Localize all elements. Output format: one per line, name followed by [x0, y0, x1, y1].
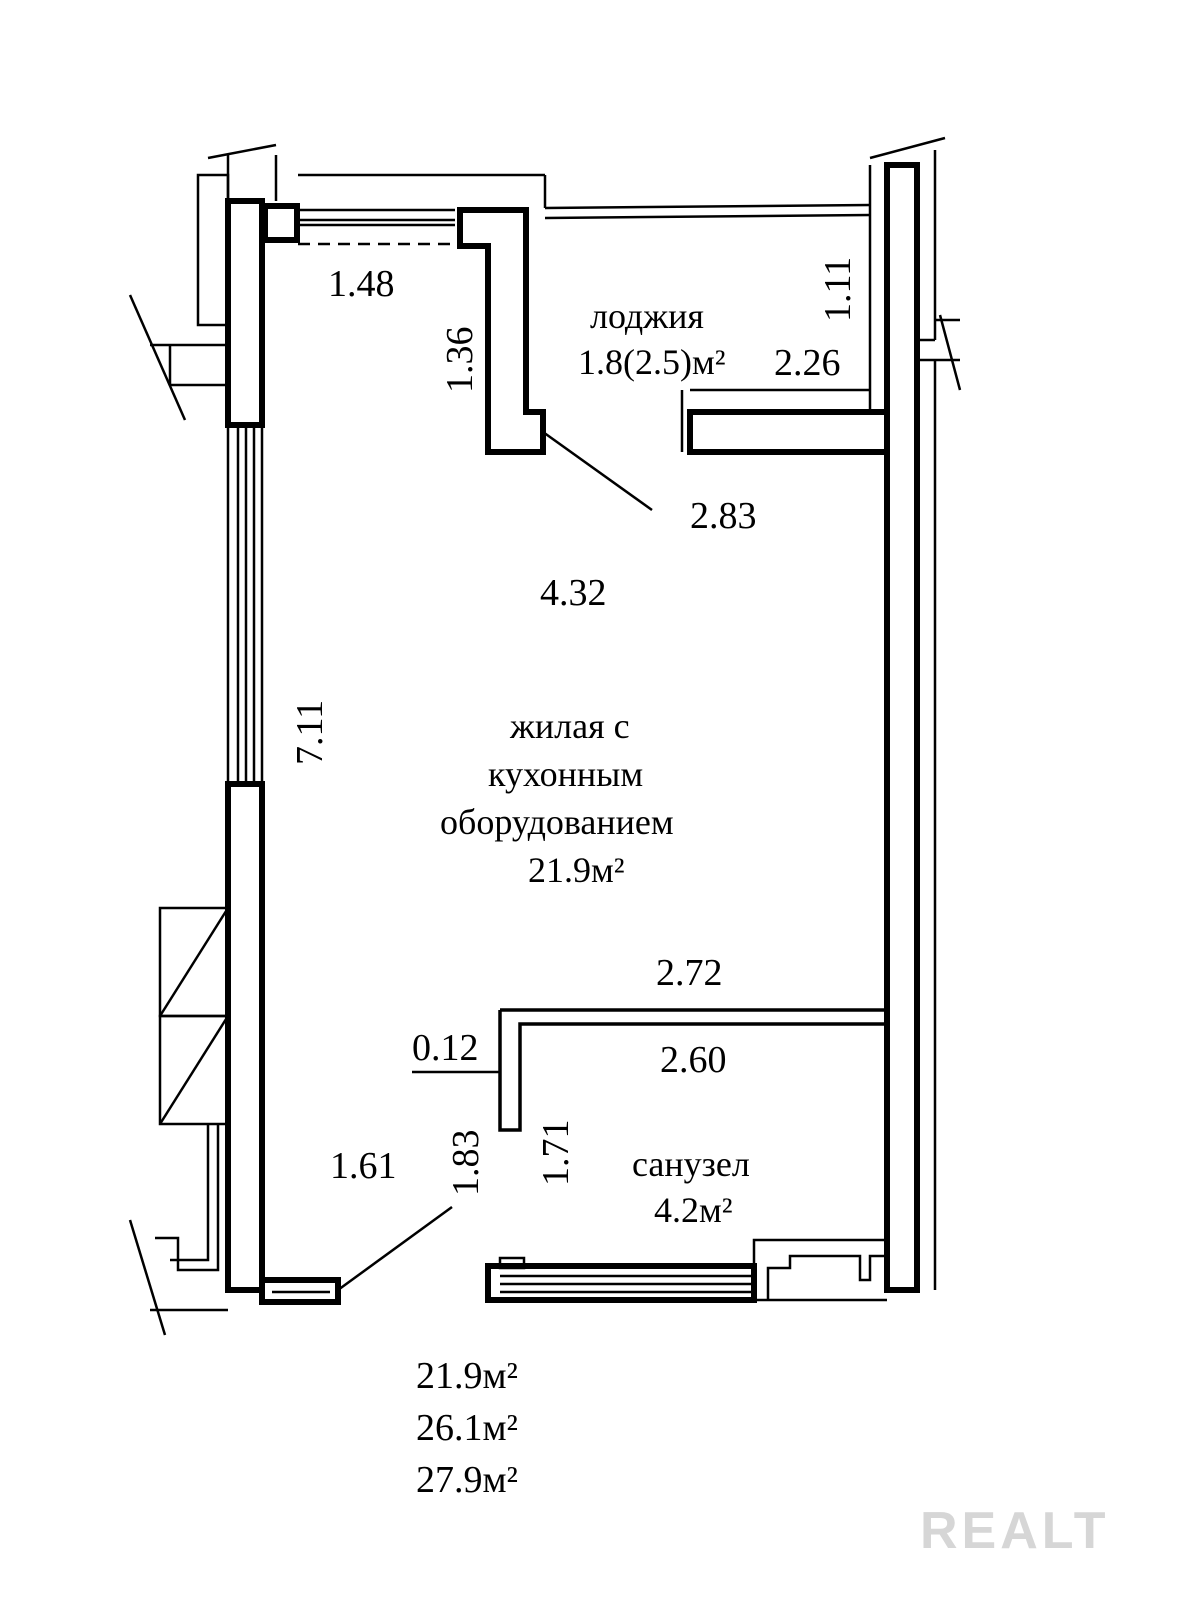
realt-watermark: REALT	[920, 1502, 1109, 1560]
dim-1-71: 1.71	[535, 1120, 577, 1187]
living-area: 21.9м²	[528, 850, 625, 890]
dim-2-60: 2.60	[660, 1039, 727, 1081]
left-wall	[128, 143, 278, 1336]
bathroom-area: 4.2м²	[654, 1190, 733, 1230]
dim-1-83: 1.83	[445, 1130, 487, 1197]
dim-2-83: 2.83	[690, 495, 757, 537]
right-wall	[869, 136, 962, 1293]
loggia-walls	[262, 165, 890, 455]
living-line2: кухонным	[488, 754, 643, 794]
leader-2-83	[542, 430, 653, 512]
dim-1-11: 1.11	[817, 257, 859, 322]
total-area: 26.1м²	[416, 1407, 518, 1449]
leader-1-83	[337, 1205, 453, 1292]
bathroom-walls	[259, 1008, 887, 1305]
dim-4-32: 4.32	[540, 572, 607, 614]
dim-2-72: 2.72	[656, 952, 723, 994]
loggia-name: лоджия	[590, 296, 704, 336]
dim-0-12: 0.12	[412, 1027, 479, 1069]
total-area-with-loggia: 27.9м²	[416, 1459, 518, 1501]
dim-1-36: 1.36	[439, 327, 481, 394]
dim-1-61: 1.61	[330, 1145, 397, 1187]
dim-7-11: 7.11	[289, 700, 331, 765]
dim-1-48: 1.48	[328, 263, 395, 305]
living-line3: оборудованием	[440, 802, 674, 842]
bathroom-name: санузел	[632, 1144, 750, 1184]
loggia-area: 1.8(2.5)м²	[578, 342, 726, 382]
dim-2-26: 2.26	[774, 342, 841, 384]
living-line1: жилая с	[509, 706, 630, 746]
total-living-area: 21.9м²	[416, 1355, 518, 1397]
